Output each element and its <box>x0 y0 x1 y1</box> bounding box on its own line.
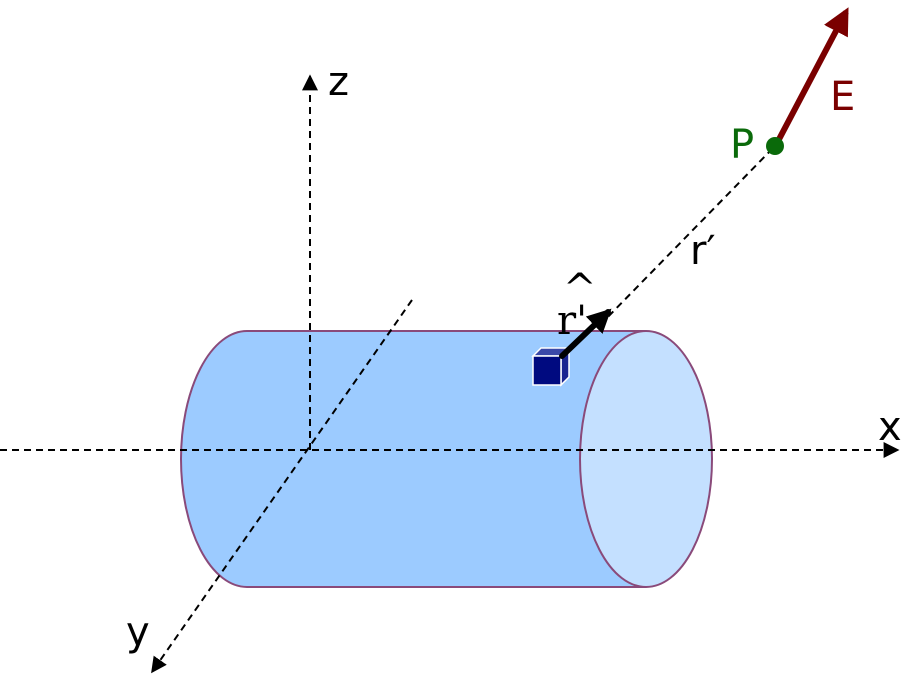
unit-vector-label: r' <box>557 298 587 344</box>
cylinder-end-cap <box>579 330 713 588</box>
unit-vector-hat: ^ <box>563 266 597 312</box>
y-axis-label: y <box>126 609 150 655</box>
unit-vector-arrow <box>559 308 612 359</box>
z-axis-label: z <box>328 59 349 105</box>
r-prime-line <box>599 145 776 326</box>
x-axis-label: x <box>878 404 902 450</box>
distance-r-prime-label: r′ <box>690 228 716 274</box>
cylinder-body <box>180 330 646 588</box>
point-P-label: P <box>730 122 754 168</box>
field-arrow-E <box>773 7 849 147</box>
point-P <box>766 137 784 155</box>
field-E-label: E <box>830 74 855 120</box>
y-axis <box>151 299 413 674</box>
